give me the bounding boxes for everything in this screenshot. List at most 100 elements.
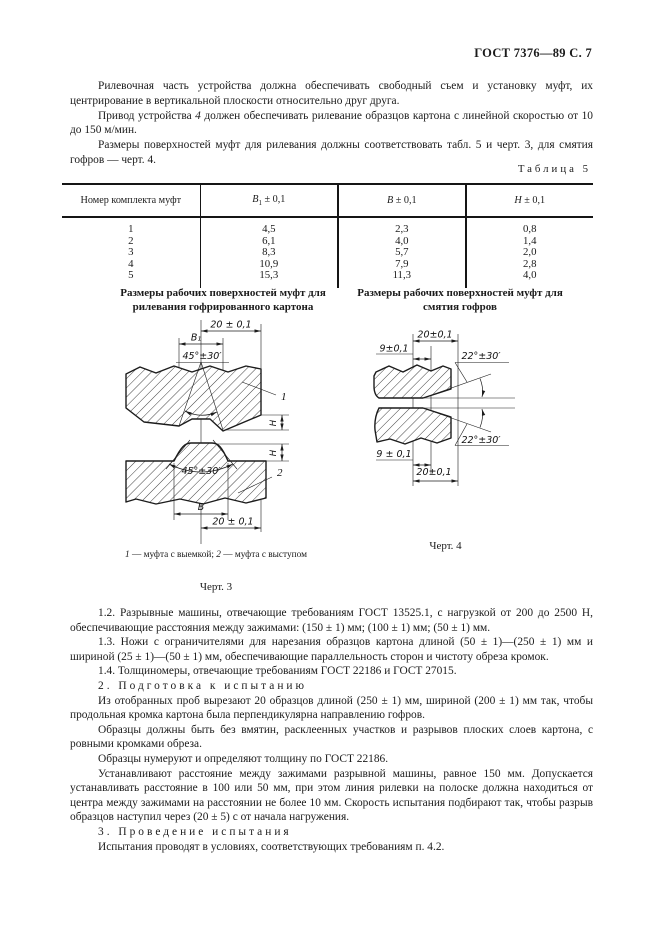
lower-sleeve-shape: [374, 407, 452, 445]
cell: 4,0: [338, 235, 467, 248]
figure-4-title: Размеры рабочих поверхностей муфт для см…: [357, 287, 563, 313]
cell: 0,8: [523, 223, 537, 236]
part-number: 2: [216, 550, 221, 560]
column-header: H ± 0,1: [466, 184, 593, 217]
cell: 8,3: [200, 247, 340, 259]
cell: 6,1: [200, 235, 340, 248]
section-heading: 3. Проведение испытания: [98, 825, 292, 838]
angle-label: 45°±30′: [181, 466, 221, 477]
paragraph: 1.2. Разрывные машины, отвечающие требов…: [70, 607, 593, 634]
cell: 2: [62, 235, 201, 248]
caption-text: — муфта с выступом: [220, 550, 307, 560]
paragraph: Образцы должны быть без вмятин, расклеен…: [70, 723, 593, 751]
dim-label: 9 ± 0,1: [376, 449, 411, 460]
cell: 5: [62, 270, 201, 288]
symbol: H: [514, 195, 522, 207]
dim-label: B₁: [191, 333, 202, 344]
angle-label: 22°±30′: [461, 435, 501, 446]
cell: 2,3: [338, 217, 467, 236]
leader-line: [241, 381, 277, 396]
paragraph: Устанавливают расстояние между зажимами …: [70, 767, 593, 824]
angle-construction-line: [422, 407, 492, 433]
dim-label: H: [269, 449, 279, 456]
cell: 3: [62, 247, 201, 259]
sleeve-2-with-ridge: [125, 442, 267, 505]
cell: 2,0: [523, 246, 537, 259]
column-header: B ± 0,1: [338, 184, 467, 218]
dim-label: 20 ± 0,1: [212, 517, 253, 528]
paragraph: Из отобранных проб вырезают 20 образцов …: [70, 694, 593, 722]
symbol: B: [386, 195, 394, 207]
dim-label: 9±0,1: [379, 344, 408, 355]
paragraph: 1.3. Ножи с ограничителями для нарезания…: [70, 636, 593, 663]
column-header: B1 ± 0,1: [200, 184, 340, 218]
angle-label: 45°±30′: [182, 351, 222, 362]
dim-label: B: [198, 502, 205, 513]
part-number: 1: [125, 550, 130, 560]
section-heading: 2. Подготовка к испытанию: [98, 679, 308, 692]
column-header: Номер комплекта муфт: [62, 184, 201, 218]
paragraph: Рилевочная часть устройства должна обесп…: [70, 80, 593, 107]
cell: 4,0: [523, 269, 537, 282]
tolerance: ± 0,1: [261, 194, 286, 205]
figure-3-title: Размеры рабочих поверхностей муфт для ри…: [120, 287, 326, 313]
cell: 2,8: [523, 257, 537, 270]
paragraph-text: Привод устройства: [98, 109, 196, 122]
leader-line: [237, 476, 273, 494]
page-header: ГОСТ 7376—89 С. 7: [474, 46, 592, 60]
cell: 5,7: [338, 247, 467, 259]
table-caption: Таблица 5: [517, 163, 591, 175]
leader-line: [454, 362, 468, 383]
paragraph: Испытания проводят в условиях, соответст…: [98, 840, 445, 853]
dim-label: 20±0,1: [416, 467, 451, 478]
cell: 1,4: [523, 234, 537, 247]
cell: 11,3: [338, 270, 467, 288]
sleeve-1-with-groove: [125, 365, 262, 432]
angle-construction-line: [422, 373, 492, 399]
figure-4-drawing: 20±0,1 9±0,1 22°±30′ 22°±30′ 9 ± 0,1 20±…: [373, 330, 515, 486]
angle-label: 22°±30′: [461, 351, 501, 362]
angle-construction-line: [178, 361, 202, 427]
paragraph: 1.4. Толщиномеры, отвечающие требованиям…: [98, 665, 457, 678]
cell: 4,5: [200, 217, 340, 236]
angle-arc: [168, 463, 234, 473]
sections-text: 1.2. Разрывные машины, отвечающие требов…: [70, 606, 593, 854]
cell: 15,3: [200, 270, 340, 288]
part-label: 1: [281, 391, 287, 403]
tolerance: ± 0,1: [521, 195, 546, 207]
angle-arc: [184, 410, 218, 417]
paragraph-text: должен обеспечивать рилевание образцов к…: [70, 109, 593, 137]
cell: 10,9: [200, 258, 340, 271]
tolerance: ± 0,1: [393, 195, 417, 207]
leader-line: [454, 423, 468, 446]
figure-3-caption: 1 — муфта с выемкой; 2 — муфта с выступо…: [106, 549, 326, 561]
dim-label: 20 ± 0,1: [210, 320, 251, 331]
paragraph: Образцы нумеруют и определяют толщину по…: [98, 752, 389, 765]
intro-text: Рилевочная часть устройства должна обесп…: [70, 79, 593, 168]
caption-text: — муфта с выемкой;: [129, 550, 217, 560]
table-5: Номер комплекта муфт B1 ± 0,1 B ± 0,1 H …: [62, 183, 593, 288]
item-reference: 4: [195, 109, 201, 122]
upper-sleeve-shape: [373, 364, 452, 399]
figure-3-number: Черт. 3: [199, 581, 233, 593]
symbol-subscript: 1: [258, 199, 262, 208]
angle-arc: [479, 408, 486, 428]
paragraph: Размеры поверхностей муфт для рилевания …: [70, 139, 593, 166]
cell: 4: [62, 258, 201, 271]
angle-arc: [479, 378, 486, 398]
symbol: B: [252, 194, 259, 205]
cell: 7,9: [338, 258, 467, 271]
figure-3-drawing: 20 ± 0,1 B₁ 45°±30′ 1 H H 45°±30′ 2 B 2: [125, 320, 289, 544]
figure-4-number: Черт. 4: [429, 540, 462, 552]
part-label: 2: [277, 467, 283, 479]
paragraph: Привод устройства 4 должен обеспечивать …: [70, 109, 593, 139]
cell: 1: [62, 217, 201, 236]
dim-label: 20±0,1: [417, 330, 452, 341]
angle-construction-line: [200, 361, 224, 431]
